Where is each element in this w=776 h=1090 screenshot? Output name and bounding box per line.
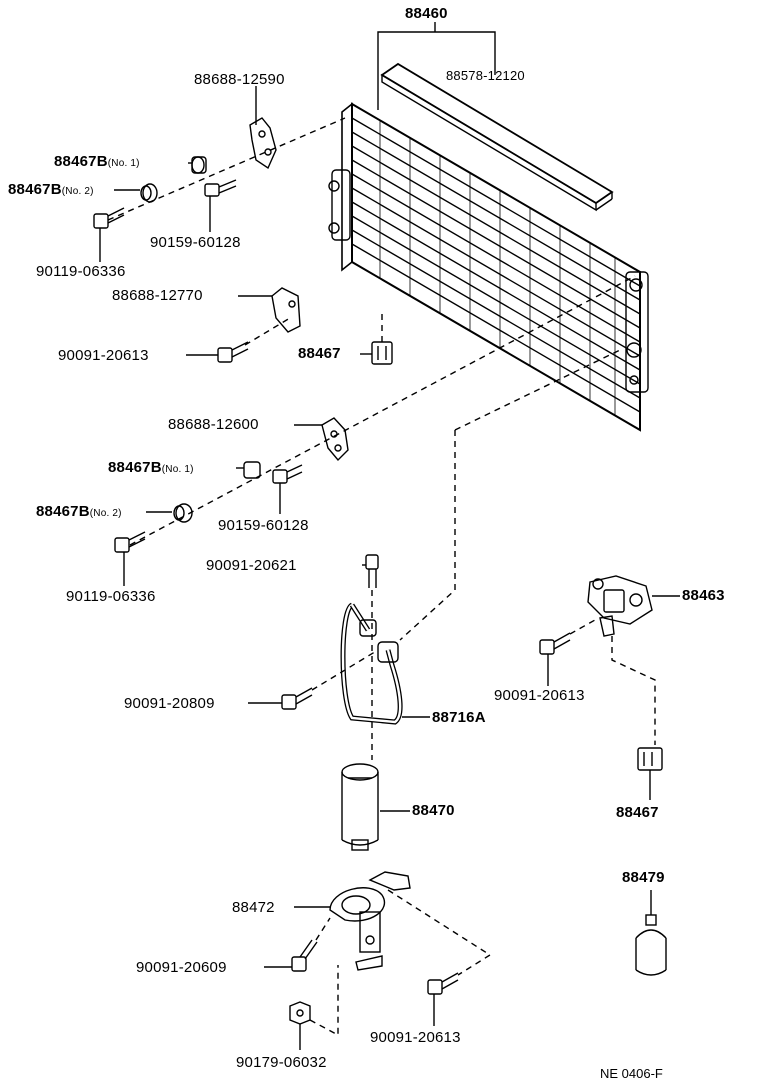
cushion-top-2-icon (140, 183, 158, 203)
label-seal: 88578-12120 (446, 68, 525, 83)
bolt-low-center-icon (272, 464, 303, 484)
seal-strip-icon (380, 62, 614, 212)
cushion-top-1-icon (191, 156, 207, 174)
label-condenser: 88460 (405, 5, 448, 22)
diagram-code: NE 0406-F (600, 1066, 663, 1081)
bolt-mid-left-icon (217, 341, 249, 363)
label-bolt-receiver-right: 90091-20613 (370, 1029, 461, 1046)
label-bolt-pipe-left: 90091-20809 (124, 695, 215, 712)
cushion-switch-icon (637, 747, 663, 771)
label-bolt-top-left: 90119-06336 (36, 263, 126, 280)
label-bolt-low-center: 90159-60128 (218, 517, 309, 534)
bolt-low-left-icon (114, 531, 146, 553)
receiver-icon (341, 763, 379, 851)
label-cushion-low-1: 88467B(No. 1) (108, 459, 194, 476)
bolt-receiver-right-icon (427, 972, 459, 995)
bolt-receiver-left-icon (291, 939, 318, 972)
cushion-mid-icon (371, 341, 393, 365)
cushion-low-1-icon (243, 461, 261, 479)
label-bolt-receiver-left: 90091-20609 (136, 959, 227, 976)
label-bracket-mid: 88688-12770 (112, 287, 203, 304)
bolt-pipe-top-icon (365, 554, 379, 588)
receiver-bracket-icon (329, 871, 411, 971)
nut-bottom-icon (289, 1001, 311, 1025)
bolt-switch-icon (539, 632, 571, 655)
label-bolt-switch: 90091-20613 (494, 687, 585, 704)
bracket-mid-icon (271, 287, 301, 333)
label-oil-can: 88479 (622, 869, 665, 886)
bolt-top-center-icon (204, 179, 237, 197)
bracket-top-icon (249, 117, 277, 170)
bolt-pipe-left-icon (281, 687, 313, 710)
bracket-lower-icon (321, 417, 349, 462)
label-bracket-top: 88688-12590 (194, 71, 285, 88)
label-bolt-top-center: 90159-60128 (150, 234, 241, 251)
label-bolt-pipe-top: 90091-20621 (206, 557, 297, 574)
label-cushion-top-1: 88467B(No. 1) (54, 153, 140, 170)
label-bracket-lower: 88688-12600 (168, 416, 259, 433)
label-receiver-bracket: 88472 (232, 899, 275, 916)
condenser-icon (328, 102, 649, 432)
label-cushion-top-2: 88467B(No. 2) (8, 181, 94, 198)
label-bolt-low-left: 90119-06336 (66, 588, 156, 605)
label-pipe: 88716A (432, 709, 486, 726)
label-cushion-switch: 88467 (616, 804, 659, 821)
cushion-low-2-icon (173, 503, 193, 523)
label-cushion-low-2: 88467B(No. 2) (36, 503, 122, 520)
label-bolt-mid-left: 90091-20613 (58, 347, 149, 364)
pressure-switch-icon (587, 575, 653, 637)
label-nut-bottom: 90179-06032 (236, 1054, 327, 1071)
pipe-icon (340, 602, 403, 725)
bolt-top-left-icon (93, 207, 125, 229)
label-pressure-switch: 88463 (682, 587, 725, 604)
label-cushion-mid: 88467 (298, 345, 341, 362)
oil-can-icon (635, 914, 667, 976)
label-receiver: 88470 (412, 802, 455, 819)
